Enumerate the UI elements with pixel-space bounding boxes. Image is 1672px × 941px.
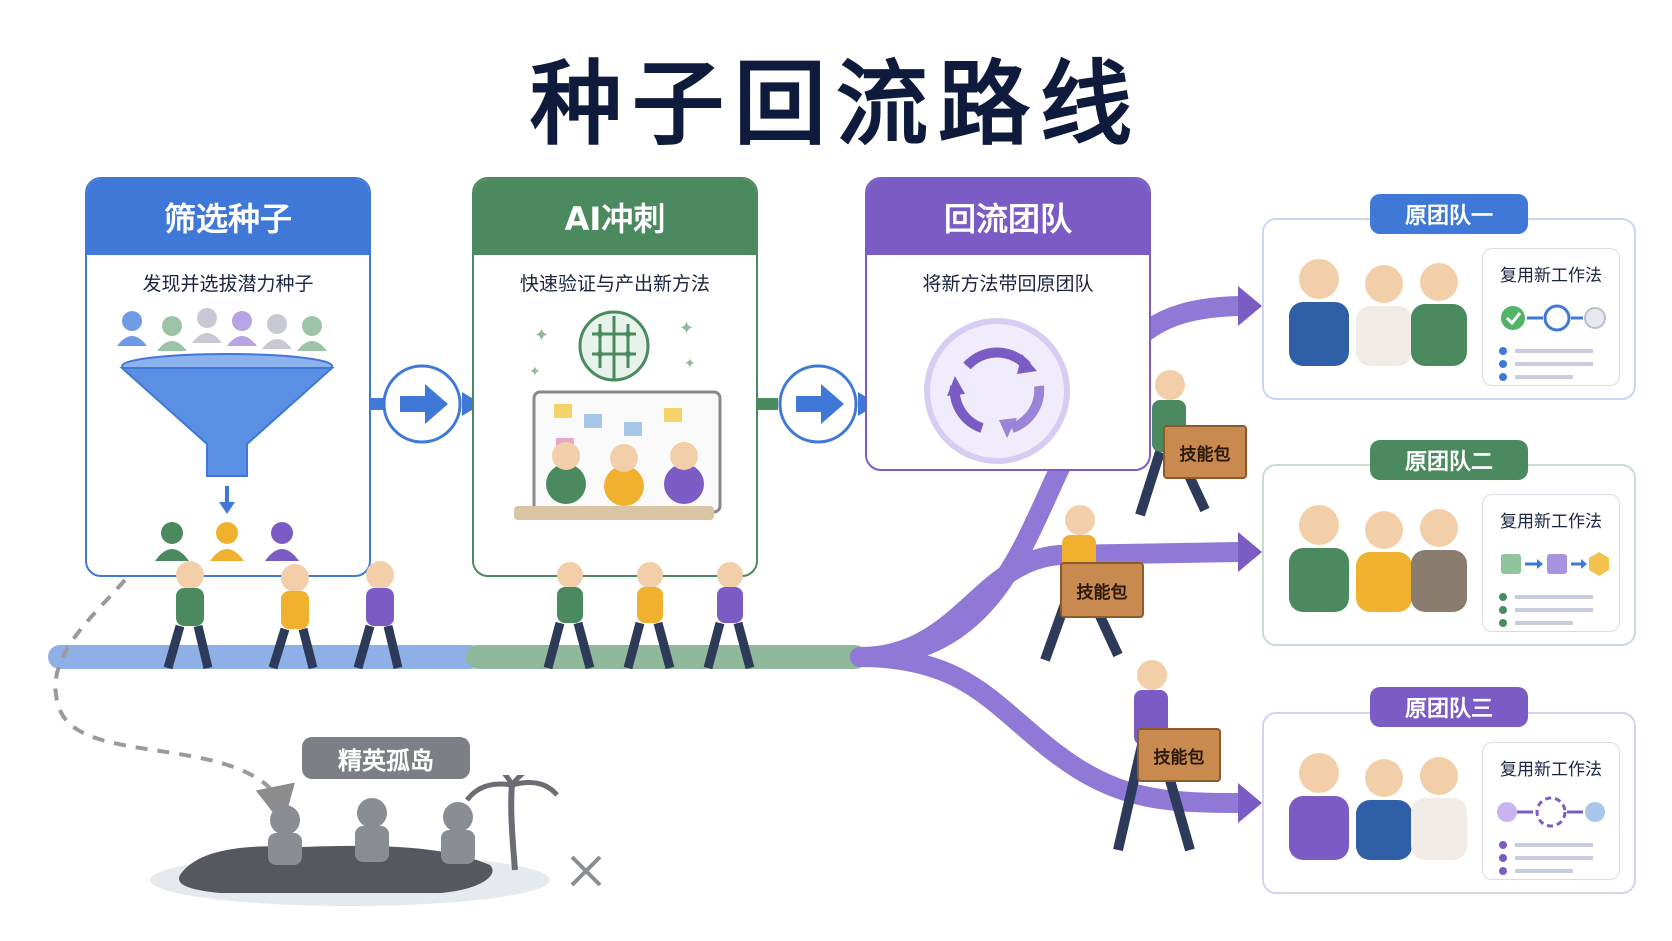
svg-text:✦: ✦ <box>534 325 549 346</box>
team-card-3: 复用新工作法 <box>1262 712 1636 894</box>
workflow-icon <box>1483 532 1619 632</box>
island-label: 精英孤岛 <box>302 737 470 779</box>
reuse-label: 复用新工作法 <box>1483 755 1619 780</box>
reuse-card: 复用新工作法 <box>1482 248 1620 386</box>
stage-subtitle: 发现并选拔潜力种子 <box>87 269 369 296</box>
stage-title: 回流团队 <box>867 179 1149 255</box>
seed-purple <box>358 561 398 668</box>
stage-subtitle: 快速验证与产出新方法 <box>474 269 756 296</box>
stage-ai-sprint: AI冲刺 快速验证与产出新方法 ✦ ✦ ✦ ✦ <box>472 177 758 577</box>
svg-text:✦: ✦ <box>679 318 694 339</box>
stage-title: AI冲刺 <box>474 179 756 255</box>
team-illustration <box>1274 738 1474 888</box>
workflow-icon <box>1483 780 1619 880</box>
reuse-label: 复用新工作法 <box>1483 261 1619 286</box>
stage-title: 筛选种子 <box>87 179 369 255</box>
seed-green <box>168 561 208 668</box>
skill-pack-2: 技能包 <box>1060 562 1144 618</box>
seed-yellow-2 <box>628 562 670 668</box>
team-card-2: 复用新工作法 <box>1262 464 1636 646</box>
stage-subtitle: 将新方法带回原团队 <box>867 269 1149 296</box>
funnel-icon <box>87 296 369 577</box>
svg-text:✦: ✦ <box>684 356 696 372</box>
seed-green-2 <box>548 562 590 668</box>
team-name-2: 原团队二 <box>1370 440 1528 480</box>
reuse-label: 复用新工作法 <box>1483 507 1619 532</box>
seed-purple-2 <box>708 562 750 668</box>
reuse-card: 复用新工作法 <box>1482 742 1620 880</box>
team-name-1: 原团队一 <box>1370 194 1528 234</box>
seed-yellow <box>273 564 313 668</box>
workflow-icon <box>1483 286 1619 386</box>
arrow-stage-1-2 <box>365 366 482 442</box>
stage-screening: 筛选种子 发现并选拔潜力种子 <box>85 177 371 577</box>
team-card-1: 复用新工作法 <box>1262 218 1636 400</box>
walking-seeds <box>150 550 850 700</box>
team-illustration <box>1274 244 1474 394</box>
skill-pack-3: 技能包 <box>1137 728 1221 782</box>
team-name-3: 原团队三 <box>1370 687 1528 727</box>
reuse-card: 复用新工作法 <box>1482 494 1620 632</box>
island-illustration <box>140 775 620 915</box>
svg-text:✦: ✦ <box>529 364 541 380</box>
skill-pack-1: 技能包 <box>1163 425 1247 479</box>
arrow-stage-2-3 <box>758 366 878 442</box>
ai-brain-icon: ✦ ✦ ✦ ✦ <box>474 296 756 577</box>
team-illustration <box>1274 490 1474 640</box>
